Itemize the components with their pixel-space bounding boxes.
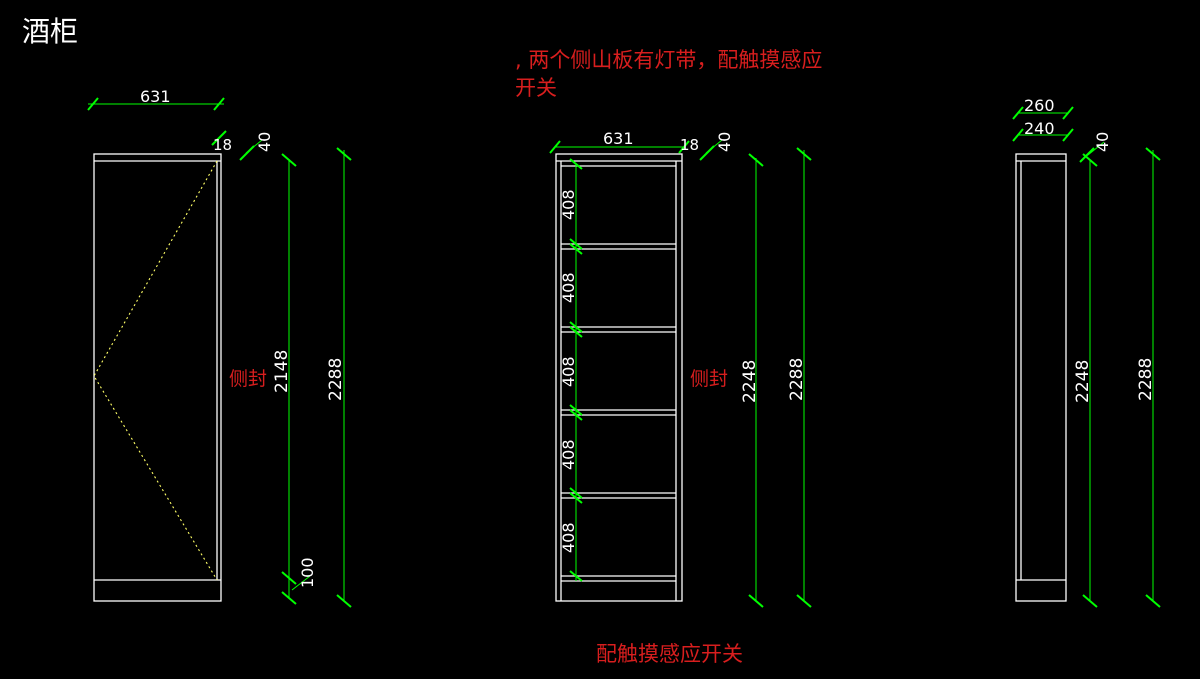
dim-mid-total-height: 2288 — [787, 358, 807, 401]
side-elevation — [1015, 153, 1067, 602]
dim-right-total-height: 2288 — [1136, 358, 1156, 401]
note-top-line1: , 两个侧山板有灯带，配触摸感应 — [515, 48, 823, 72]
cabinet-outline — [93, 153, 222, 602]
note-top-line2: 开关 — [515, 76, 557, 101]
front-elevation-closed — [93, 153, 222, 602]
dim-right-inner-height: 2248 — [1073, 360, 1093, 403]
dim-mid-shelf-3: 408 — [559, 356, 578, 387]
cabinet-outline — [1015, 153, 1067, 602]
dim-right-top: 40 — [1093, 132, 1112, 152]
dim-right-depth-outer: 260 — [1024, 96, 1055, 115]
dim-left-inner-height: 2148 — [272, 350, 292, 393]
note-top: , 两个侧山板有灯带，配触摸感应 开关 — [515, 46, 822, 103]
front-elevation-open — [555, 153, 683, 602]
dimension-lines — [87, 97, 1161, 608]
side-seal-label-middle: 侧封 — [690, 368, 728, 390]
dim-left-top: 40 — [255, 132, 274, 152]
dim-left-width: 631 — [140, 87, 171, 106]
side-seal-label-left: 侧封 — [229, 368, 267, 390]
door-swing-line — [93, 160, 218, 581]
dim-left-total-height: 2288 — [326, 358, 346, 401]
cabinet-outline — [555, 153, 683, 602]
dim-mid-inner-height: 2248 — [740, 360, 760, 403]
dim-mid-width: 631 — [603, 129, 634, 148]
dim-mid-shelf-2: 408 — [559, 272, 578, 303]
dim-left-thickness: 18 — [213, 136, 232, 154]
dim-mid-top: 40 — [715, 132, 734, 152]
dim-mid-shelf-1: 408 — [559, 189, 578, 220]
dim-left-plinth: 100 — [298, 557, 317, 588]
dim-mid-shelf-5: 408 — [559, 522, 578, 553]
dim-mid-shelf-4: 408 — [559, 439, 578, 470]
drawing-title: 酒柜 — [22, 15, 79, 48]
dim-mid-thickness: 18 — [680, 136, 699, 154]
dim-right-depth-inner: 240 — [1024, 119, 1055, 138]
note-bottom: 配触摸感应开关 — [596, 642, 743, 666]
